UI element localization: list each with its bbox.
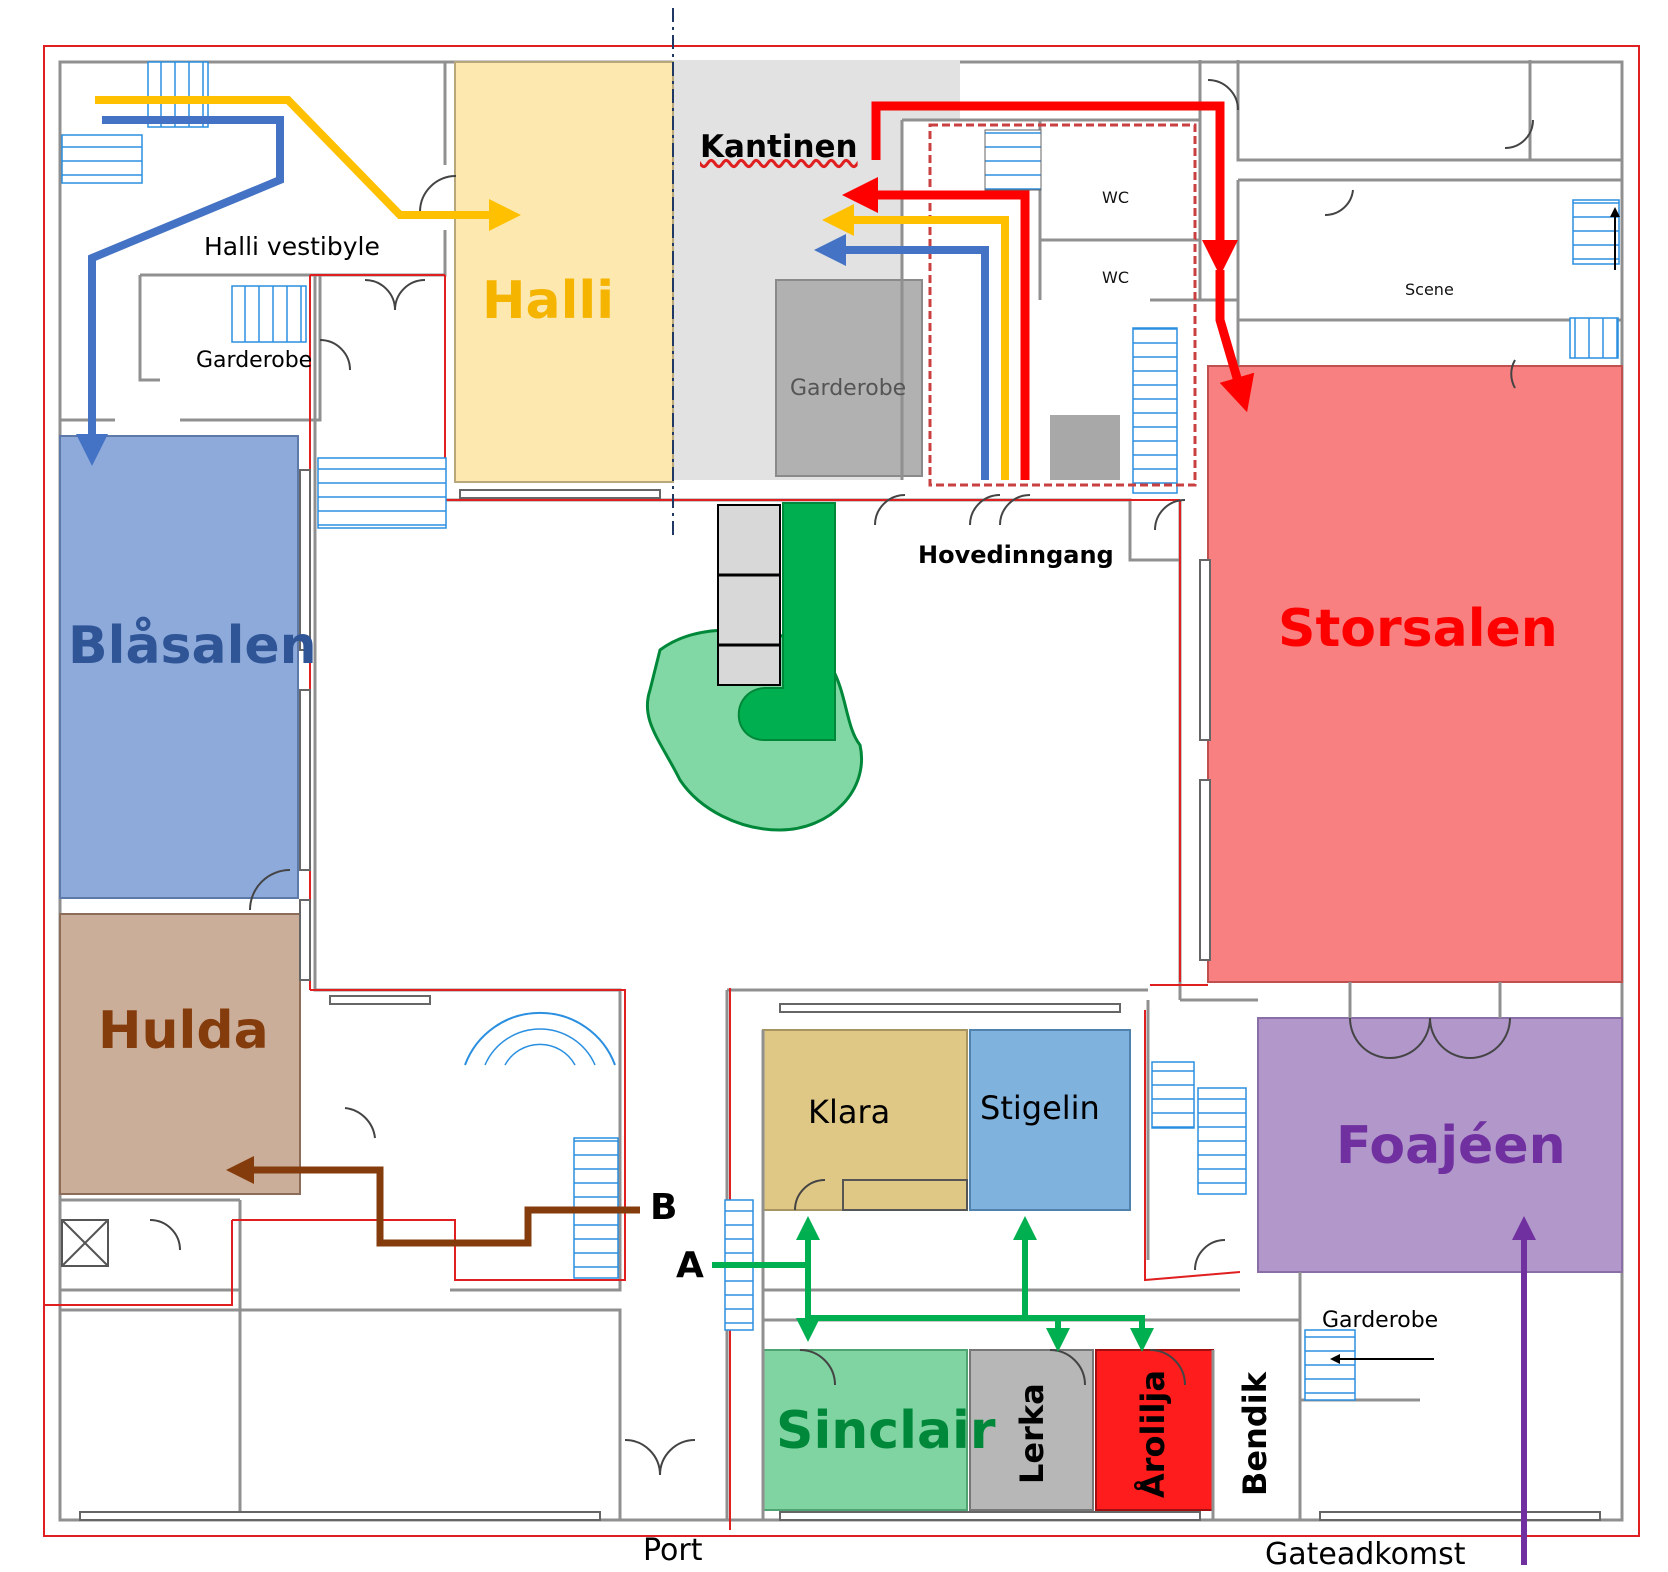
room-stigelin: [969, 1029, 1131, 1211]
kitchen-counter: [842, 1179, 968, 1211]
label-sinclair: Sinclair: [776, 1401, 996, 1461]
label-klara: Klara: [808, 1093, 891, 1131]
windows: [79, 469, 1601, 1521]
label-lerka: Lerka: [1013, 1383, 1051, 1484]
label-entrance-a: A: [676, 1245, 704, 1286]
label-wc-2: WC: [1102, 268, 1129, 287]
label-halli: Halli: [482, 271, 615, 331]
label-wc-1: WC: [1102, 188, 1129, 207]
label-entrance-b: B: [650, 1187, 678, 1228]
label-garderobe-right: Garderobe: [1322, 1308, 1439, 1333]
room-hulda: [59, 913, 301, 1195]
cross-box: [61, 1219, 109, 1267]
label-gateadkomst: Gateadkomst: [1265, 1537, 1466, 1572]
label-hovedinngang: Hovedinngang: [918, 541, 1114, 569]
room-garderobe-main: [775, 279, 923, 477]
label-kantinen: Kantinen: [700, 129, 858, 165]
room-sinclair: [762, 1349, 968, 1511]
kantinen-area-2: [900, 60, 960, 120]
label-arolilja: Årolilja: [1134, 1370, 1172, 1498]
label-scene: Scene: [1405, 280, 1454, 299]
label-bendik: Bendik: [1236, 1371, 1274, 1497]
label-hulda: Hulda: [98, 1001, 269, 1061]
room-storsalen: [1207, 365, 1623, 983]
route-brown: [226, 1156, 640, 1247]
label-garderobe-main: Garderobe: [790, 376, 907, 401]
label-storsalen: Storsalen: [1278, 599, 1558, 659]
doors: [149, 79, 1534, 1476]
direction-arrows-black: [1330, 207, 1620, 1364]
room-blasalen: [59, 435, 299, 899]
room-halli: [454, 61, 674, 483]
route-yellow: [95, 96, 1009, 480]
route-red: [842, 101, 1255, 480]
label-foajeen: Foajéen: [1336, 1116, 1566, 1176]
label-halli-vestibyle: Halli vestibyle: [204, 232, 380, 261]
label-port: Port: [643, 1533, 703, 1568]
room-foajeen: [1257, 1017, 1623, 1273]
label-blasalen: Blåsalen: [68, 616, 317, 676]
room-arolilja: [1095, 1349, 1214, 1511]
label-garderobe-left: Garderobe: [196, 348, 313, 373]
label-stigelin: Stigelin: [980, 1089, 1100, 1127]
room-lerka: [969, 1349, 1094, 1511]
route-blue: [76, 116, 989, 480]
garden: [645, 502, 863, 832]
route-green: [712, 1216, 1154, 1352]
wc-block: [928, 123, 1197, 487]
